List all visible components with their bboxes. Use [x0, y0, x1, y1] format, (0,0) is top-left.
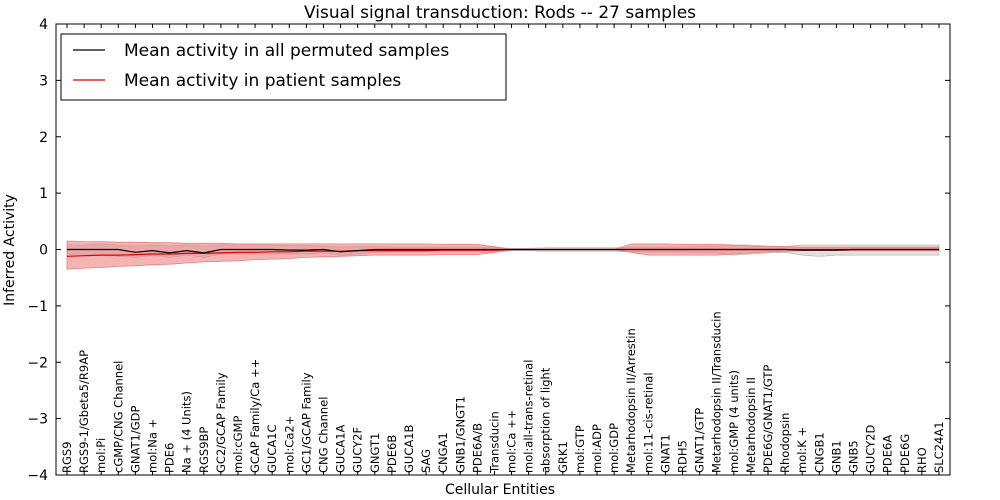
- x-tick-label: GNAT1/GDP: [128, 406, 142, 473]
- x-tick-label: GRK1: [556, 441, 570, 473]
- x-tick-label: mol:all-trans-retinal: [522, 360, 536, 473]
- x-tick-label: RGS9: [60, 441, 74, 473]
- x-tick-label: mol:GDP: [607, 423, 621, 473]
- x-tick-label: PDE6B: [385, 435, 399, 473]
- x-tick-label: GC1/GCAP Family: [299, 372, 313, 473]
- x-tick-label: mol:GMP (4 units): [727, 370, 741, 473]
- x-tick-label: RGS9BP: [197, 427, 211, 473]
- x-tick-label: GNB5: [847, 440, 861, 473]
- x-tick-label: PDE6: [163, 443, 177, 473]
- x-tick-label: PDE6G: [898, 434, 912, 473]
- x-tick-label: GCAP Family/Ca ++: [248, 359, 262, 473]
- x-tick-label: mol:11-cis-retinal: [641, 372, 655, 473]
- y-tick-label: 0: [39, 243, 48, 259]
- y-tick-label: 4: [39, 17, 48, 33]
- x-tick-label: Metarhodopsin II/Arrestin: [624, 328, 638, 473]
- chart-title: Visual signal transduction: Rods -- 27 s…: [304, 3, 696, 23]
- x-tick-label: GUCA1A: [334, 424, 348, 473]
- x-tick-label: CNG Channel: [317, 397, 331, 473]
- x-tick-label: GC2/GCAP Family: [214, 372, 228, 473]
- x-tick-label: absorption of light: [539, 367, 553, 473]
- x-tick-label: Rhodopsin: [778, 413, 792, 473]
- x-tick-label: Metarhodopsin II: [744, 377, 758, 473]
- y-tick-label: −2: [27, 355, 48, 371]
- y-axis-label: Inferred Activity: [2, 194, 18, 306]
- legend-box: [60, 33, 507, 101]
- x-tick-label: mol:ADP: [590, 424, 604, 473]
- y-tick-label: 1: [39, 186, 48, 202]
- legend-label-patient: Mean activity in patient samples: [124, 71, 401, 91]
- y-tick-label: −1: [27, 299, 48, 315]
- band-patient: [66, 240, 940, 270]
- y-tick-label: −4: [27, 468, 48, 484]
- x-tick-label: mol:Ca2+: [282, 416, 296, 473]
- x-tick-label: mol:Ca ++: [505, 410, 519, 473]
- legend-label-permuted: Mean activity in all permuted samples: [124, 41, 449, 61]
- x-tick-label: mol:Pi: [94, 438, 108, 473]
- y-tick-label: −3: [27, 412, 48, 428]
- x-tick-label: mol:GTP: [573, 425, 587, 473]
- x-tick-label: Metarhodopsin II/Transducin: [710, 311, 724, 473]
- x-tick-label: CNGB1: [812, 432, 826, 473]
- x-tick-label: GUCA1B: [402, 424, 416, 473]
- x-tick-label: GNB1: [829, 440, 843, 473]
- x-tick-label: PDE6G/GNAT1/GTP: [761, 365, 775, 473]
- x-tick-label: GUCY2D: [864, 425, 878, 473]
- x-tick-label: Transducin: [488, 411, 502, 474]
- x-tick-label: RHO: [915, 447, 929, 473]
- x-tick-label: PDE6A: [881, 435, 895, 473]
- x-axis-label: Cellular Entities: [445, 482, 555, 498]
- x-tick-label: GUCA1C: [265, 424, 279, 473]
- x-tick-label: SAG: [419, 449, 433, 473]
- x-tick-label: GNAT1: [658, 434, 672, 473]
- x-tick-label: mol:cGMP: [231, 416, 245, 473]
- x-tick-label: PDE6A/B: [470, 423, 484, 473]
- y-tick-label: 2: [39, 130, 48, 146]
- series-line-permuted: [67, 248, 939, 254]
- x-tick-label: mol:Na +: [146, 419, 160, 473]
- y-tick-label: 3: [39, 73, 48, 89]
- x-tick-label: cGMP/CNG Channel: [111, 361, 125, 473]
- x-tick-label: GNGT1: [368, 433, 382, 473]
- x-tick-label: SLC24A1: [932, 421, 946, 473]
- legend: Mean activity in all permuted samples Me…: [60, 33, 507, 101]
- x-tick-label: GNB1/GNGT1: [453, 396, 467, 473]
- x-tick-label: Na + (4 Units): [180, 391, 194, 473]
- x-tick-label: GNAT1/GTP: [693, 408, 707, 473]
- x-tick-label: CNGA1: [436, 432, 450, 473]
- x-tick-label: RDH5: [676, 440, 690, 473]
- x-tick-label: GUCY2F: [351, 427, 365, 473]
- x-tick-label: RGS9-1/Gbeta5/R9AP: [77, 350, 91, 473]
- x-tick-label: mol:K +: [795, 427, 809, 473]
